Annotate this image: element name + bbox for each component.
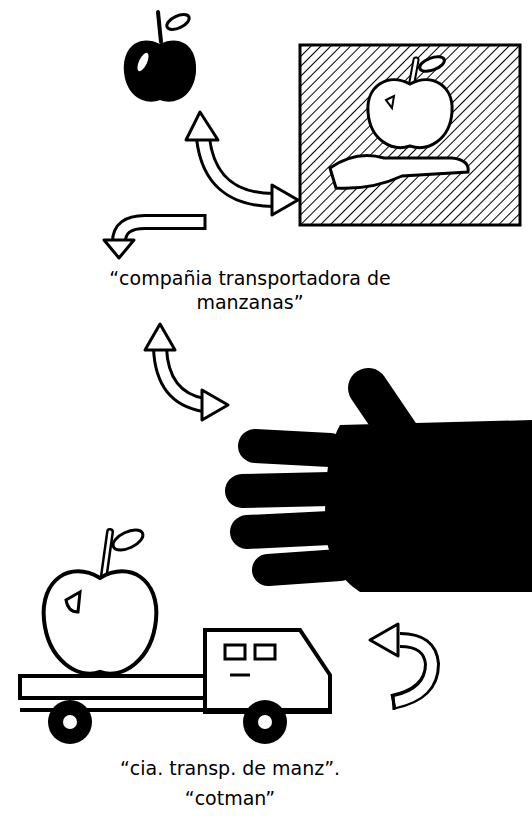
double-arrow [186, 112, 298, 215]
black-hand [242, 388, 532, 592]
truck-with-apple [20, 526, 330, 744]
black-apple [124, 11, 196, 101]
quoted-label: “cotman” [20, 786, 440, 810]
single-arrow [104, 214, 208, 258]
quoted-label: “cia. transp. de manz”. [20, 756, 440, 780]
apple-icon [300, 45, 520, 225]
quoted-label: “compañia transportadora de manzanas” [100, 266, 400, 314]
curved-arrow [370, 624, 432, 710]
double-arrow [145, 324, 228, 420]
